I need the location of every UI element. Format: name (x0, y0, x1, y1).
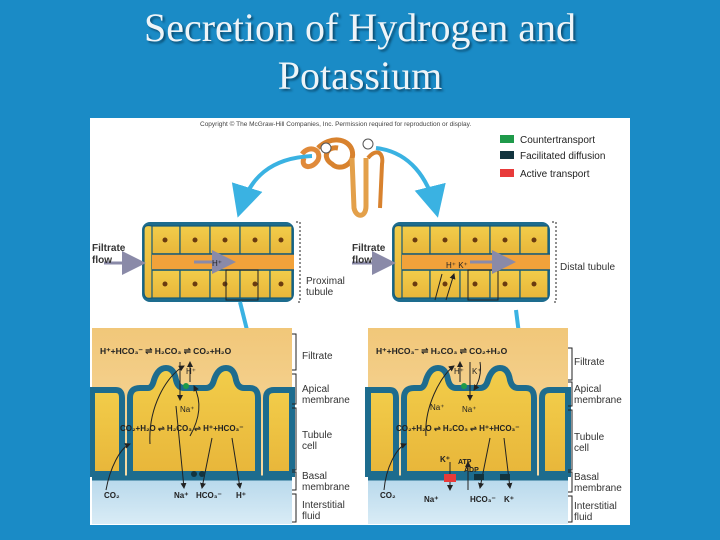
right-filtrate-flow-2: flow (352, 255, 372, 266)
left-filtrate-flow-2: flow (92, 255, 112, 266)
zone-basal-left-2: membrane (302, 482, 350, 493)
left-ion-hco3: HCO₃⁻ (196, 491, 222, 500)
right-ion-hco3: HCO₃⁻ (470, 495, 496, 504)
zoom-arrow-left (231, 154, 313, 218)
zone-brackets (292, 333, 297, 523)
zone-interstitial-right-2: fluid (574, 512, 592, 523)
zone-interstitial-left-1: Interstitial (302, 500, 345, 511)
right-eq-top: H⁺+HCO₃⁻ ⇌ H₂CO₃ ⇌ CO₂+H₂O (376, 346, 508, 356)
right-ion-na: Na⁺ (430, 403, 444, 412)
legend-label-facilitated: Facilitated diffusion (520, 151, 605, 162)
zone-tubule-left-2: cell (302, 441, 317, 452)
right-ion-na-basal: Na⁺ (424, 495, 438, 504)
zone-apical-left-2: membrane (302, 395, 350, 406)
distal-tubule-label: Distal tubule (560, 262, 615, 273)
title-line-1: Secretion of Hydrogen and (143, 5, 577, 50)
zone-brackets-right (568, 347, 573, 523)
zone-apical-left-1: Apical (302, 384, 329, 395)
figure-panel: Copyright © The McGraw-Hill Companies, I… (90, 118, 630, 525)
right-ion-na-2: Na⁺ (462, 405, 476, 414)
right-eq-mid: CO₂+H₂O ⇌ H₂CO₃ ⇌ H⁺+HCO₃⁻ (396, 424, 519, 433)
proximal-tubule-diagram (104, 221, 301, 303)
zone-filtrate-left: Filtrate (302, 351, 333, 362)
left-ion-na: Na⁺ (180, 405, 194, 414)
zone-filtrate-right: Filtrate (574, 357, 605, 368)
right-hk-label: H⁺ K⁺ (446, 261, 468, 270)
zone-interstitial-left-2: fluid (302, 511, 320, 522)
proximal-label-2: tubule (306, 287, 334, 298)
left-filtrate-flow-1: Filtrate (92, 243, 126, 254)
right-cell-detail (365, 328, 571, 524)
title-line-2: Potassium (277, 53, 443, 98)
right-ion-k: K⁺ (472, 367, 482, 376)
left-eq-top: H⁺+HCO₃⁻ ⇌ H₂CO₃ ⇌ CO₂+H₂O (100, 346, 232, 356)
right-filtrate-flow-1: Filtrate (352, 243, 386, 254)
zone-tubule-right-1: Tubule (574, 432, 605, 443)
legend-label-countertransport: Countertransport (520, 135, 595, 146)
secretion-diagram: Copyright © The McGraw-Hill Companies, I… (90, 120, 622, 524)
right-ion-co2: CO₂ (380, 491, 396, 500)
legend: Countertransport Facilitated diffusion A… (500, 135, 605, 180)
right-atp: ATP (458, 459, 472, 466)
zone-interstitial-right-1: Interstitial (574, 501, 617, 512)
left-ion-h-basal: H⁺ (236, 491, 246, 500)
nephron-illustration (300, 137, 385, 218)
legend-swatch-active (500, 169, 514, 177)
zone-basal-left-1: Basal (302, 471, 327, 482)
right-ion-k-int: K⁺ (504, 495, 514, 504)
zone-tubule-right-2: cell (574, 443, 589, 454)
legend-swatch-facilitated (500, 151, 514, 159)
zone-apical-right-2: membrane (574, 395, 622, 406)
legend-label-active: Active transport (520, 169, 590, 180)
right-ion-h: H⁺ (454, 367, 464, 376)
left-h-label: H⁺ (212, 259, 222, 268)
right-ion-k-basal: K⁺ (440, 455, 450, 464)
left-ion-na-basal: Na⁺ (174, 491, 188, 500)
right-adp: ADP (464, 467, 479, 474)
distal-tubule-diagram (352, 221, 557, 303)
left-ion-h: H⁺ (186, 367, 196, 376)
zone-apical-right-1: Apical (574, 384, 601, 395)
zone-tubule-left-1: Tubule (302, 430, 333, 441)
slide-title: Secretion of Hydrogen and Potassium (0, 4, 720, 100)
zone-basal-right-2: membrane (574, 483, 622, 494)
zone-basal-right-1: Basal (574, 472, 599, 483)
legend-swatch-countertransport (500, 135, 514, 143)
left-cell-detail (90, 328, 295, 524)
copyright-text: Copyright © The McGraw-Hill Companies, I… (200, 120, 471, 128)
proximal-label-1: Proximal (306, 276, 345, 287)
left-ion-co2: CO₂ (104, 491, 120, 500)
left-eq-mid: CO₂+H₂O ⇌ H₂CO₃ ⇌ H⁺+HCO₃⁻ (120, 424, 243, 433)
zoom-arrow-right (375, 146, 446, 218)
